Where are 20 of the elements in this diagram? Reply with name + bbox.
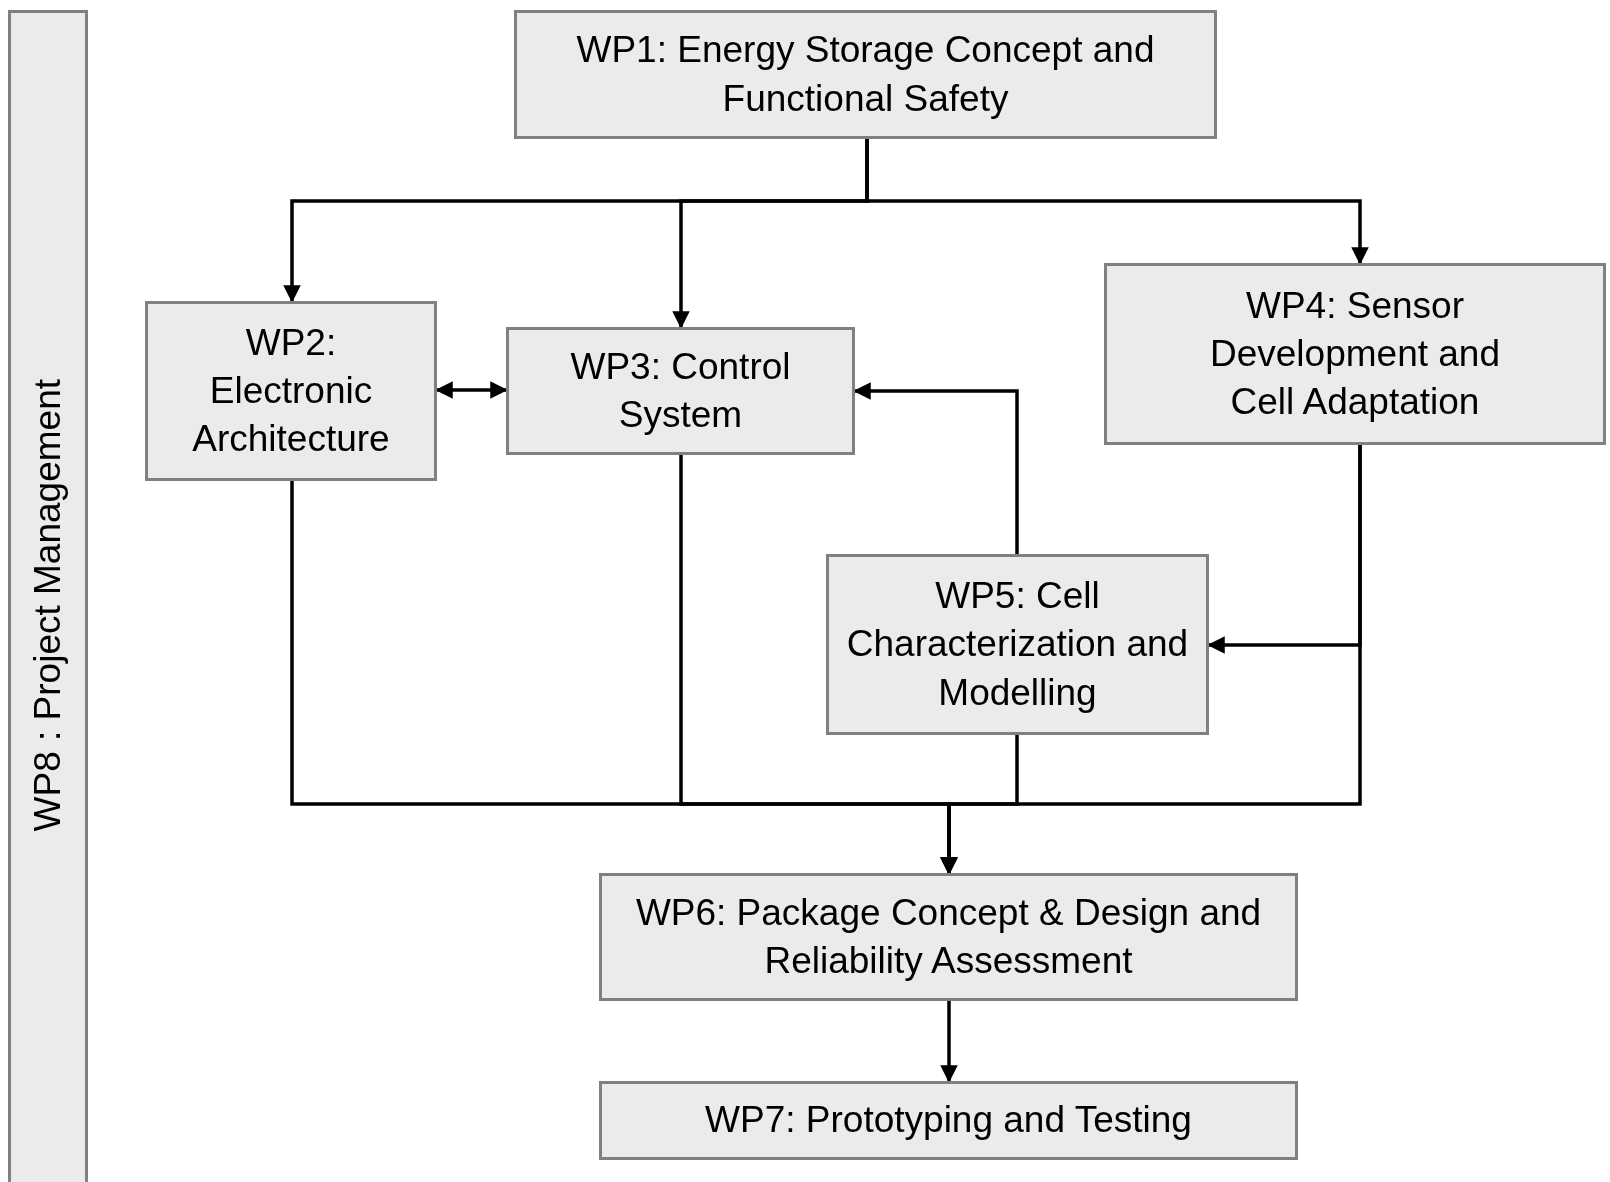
process-box <box>599 1081 1298 1160</box>
process-box <box>1104 263 1606 445</box>
process-box <box>826 554 1209 735</box>
box-label: WP6: Package Concept & Design and Reliability Assessment <box>634 890 1263 983</box>
arrow <box>853 382 1019 554</box>
box-label: WP2: Electronic Architecture <box>191 320 391 462</box>
process-box <box>514 10 1217 139</box>
process-box <box>145 301 437 481</box>
box-label: WP5: Cell Characterization and Modelling <box>845 574 1190 715</box>
box-label: WP4: Sensor Development and Cell Adaptation <box>1209 283 1501 425</box>
box-label: WP1: Energy Storage Concept and Functional Safety <box>575 28 1156 121</box>
side-band <box>8 10 88 1182</box>
arrow <box>435 381 508 399</box>
process-box <box>599 873 1298 1001</box>
arrow <box>940 1001 958 1083</box>
arrow <box>865 139 1369 265</box>
box-label: WP7: Prototyping and Testing <box>705 1098 1192 1143</box>
process-box <box>506 327 855 455</box>
band-label: WP8 : Project Management <box>27 378 69 832</box>
box-label: WP3: Control System <box>569 344 792 437</box>
